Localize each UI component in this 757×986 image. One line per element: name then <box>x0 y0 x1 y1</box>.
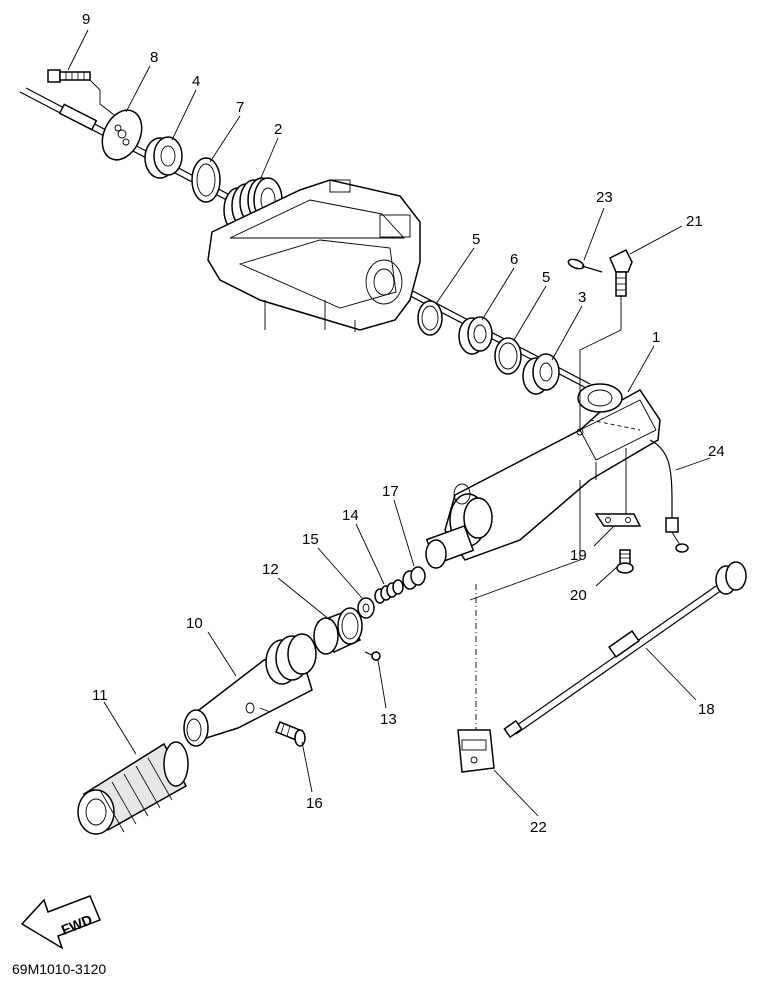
callout-19: 19 <box>570 547 587 564</box>
oring-7 <box>191 157 221 203</box>
clamp-22 <box>457 584 495 773</box>
callout-18: 18 <box>698 701 715 718</box>
callout-7: 7 <box>236 99 244 116</box>
collar-12 <box>313 607 363 655</box>
cotter-pin-23 <box>567 258 603 273</box>
pin-13 <box>364 651 381 661</box>
leader-lines <box>67 29 711 817</box>
steering-handle-10 <box>183 633 317 747</box>
plate-8 <box>101 109 143 161</box>
plate-19 <box>594 513 642 527</box>
callout-labels: 9 8 4 7 2 23 21 5 6 5 3 1 24 17 14 15 12… <box>82 11 725 836</box>
diagram-code: 69M1010-3120 <box>12 961 106 977</box>
upper-shaft-assembly <box>19 69 591 395</box>
callout-12: 12 <box>262 561 279 578</box>
screw-20 <box>616 549 634 574</box>
throttle-rod-18 <box>503 561 747 739</box>
bushing-17 <box>402 566 426 590</box>
callout-3: 3 <box>578 289 586 306</box>
steering-bracket-1 <box>425 383 661 569</box>
seal-3 <box>522 353 560 395</box>
spring-14 <box>374 579 404 604</box>
callout-2: 2 <box>274 121 282 138</box>
callout-24: 24 <box>708 443 725 460</box>
callout-21: 21 <box>686 213 703 230</box>
callout-16: 16 <box>306 795 323 812</box>
callout-13: 13 <box>380 711 397 728</box>
callout-9: 9 <box>82 11 90 28</box>
callout-20: 20 <box>570 587 587 604</box>
callout-1: 1 <box>652 329 660 346</box>
ground-wire-24 <box>649 439 689 553</box>
washer-6 <box>458 316 493 355</box>
callout-22: 22 <box>530 819 547 836</box>
callout-23: 23 <box>596 189 613 206</box>
grease-nipple-21 <box>579 248 633 432</box>
bolt-9 <box>47 69 119 119</box>
callout-4: 4 <box>192 73 200 90</box>
callout-17: 17 <box>382 483 399 500</box>
callout-10: 10 <box>186 615 203 632</box>
fwd-arrow-icon: FWD <box>20 895 101 950</box>
callout-11: 11 <box>92 687 108 704</box>
seal-4 <box>144 136 183 179</box>
throttle-grip-11 <box>77 741 189 835</box>
washer-15 <box>357 597 375 619</box>
engine-block <box>207 179 421 332</box>
callout-14: 14 <box>342 507 359 524</box>
callout-5b: 5 <box>542 269 550 286</box>
screw-16 <box>275 721 306 747</box>
callout-8: 8 <box>150 49 158 66</box>
callout-5a: 5 <box>472 231 480 248</box>
callout-15: 15 <box>302 531 319 548</box>
callout-6: 6 <box>510 251 518 268</box>
